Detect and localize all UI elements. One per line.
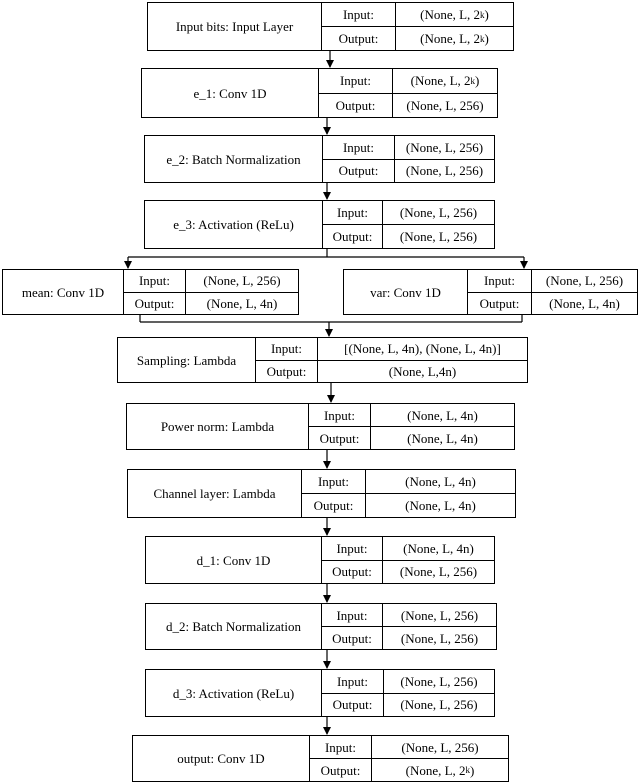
- layer-name: d_2: Batch Normalization: [146, 604, 322, 649]
- layer-name: Sampling: Lambda: [118, 338, 256, 382]
- layer-name: output: Conv 1D: [133, 736, 310, 781]
- input-shape: (None, L, 4n): [371, 404, 514, 427]
- layer-name: d_3: Activation (ReLu): [146, 670, 322, 716]
- layer-input-bits: Input bits: Input Layer Input: (None, L,…: [147, 2, 514, 51]
- input-shape: (None, L, 4n): [383, 537, 494, 561]
- input-label: Input:: [256, 338, 318, 361]
- output-shape: (None, L, 4n): [405, 498, 476, 513]
- layer-mean: mean: Conv 1D Input: (None, L, 256) Outp…: [2, 269, 299, 315]
- layer-d3: d_3: Activation (ReLu) Input: (None, L, …: [145, 669, 495, 717]
- output-shape: (None, L, 256): [400, 630, 479, 646]
- input-shape: (None, L, 4n): [366, 470, 515, 494]
- layer-name: Power norm: Lambda: [127, 404, 309, 449]
- input-label: Input:: [124, 270, 186, 293]
- layer-output: output: Conv 1D Input: (None, L, 256) Ou…: [132, 735, 509, 782]
- output-label: Output:: [323, 159, 395, 182]
- input-label: Input:: [310, 736, 372, 759]
- input-label: Input:: [319, 69, 393, 94]
- input-label: Input:: [323, 136, 395, 160]
- output-label: Output:: [124, 292, 186, 314]
- output-label: Output:: [302, 494, 366, 517]
- input-shape: (None, L, 256): [395, 136, 494, 160]
- input-label: Input:: [322, 537, 383, 561]
- output-label: Output:: [468, 292, 532, 314]
- input-label: Input:: [323, 201, 383, 225]
- layer-e2: e_2: Batch Normalization Input: (None, L…: [144, 135, 495, 183]
- output-shape: (None, L, 4n): [407, 430, 478, 446]
- input-shape: (None, L, 256): [372, 736, 508, 759]
- layer-name: e_2: Batch Normalization: [145, 136, 323, 182]
- output-shape: (None, L, 4n): [549, 295, 620, 311]
- input-label: Input:: [322, 670, 384, 694]
- input-label: Input:: [302, 470, 366, 494]
- output-label: Output:: [323, 225, 383, 248]
- output-shape: (None, L, 256): [406, 97, 484, 113]
- layer-power-norm: Power norm: Lambda Input: (None, L, 4n) …: [126, 403, 515, 450]
- input-shape: [(None, L, 4n), (None, L, 4n)]: [318, 338, 527, 361]
- output-label: Output:: [322, 627, 383, 649]
- layer-name: Channel layer: Lambda: [128, 470, 302, 517]
- layer-e3: e_3: Activation (ReLu) Input: (None, L, …: [144, 200, 495, 249]
- output-shape: (None, L,4n): [388, 363, 457, 379]
- output-label: Output:: [322, 693, 384, 716]
- input-label: Input:: [322, 3, 396, 27]
- output-shape: (None, L, 256): [400, 697, 478, 713]
- output-shape: (None, L, 256): [405, 163, 484, 179]
- output-shape: (None, L, 4n): [206, 295, 278, 311]
- layer-name: Input bits: Input Layer: [148, 3, 322, 50]
- output-label: Output:: [319, 93, 393, 117]
- layer-d1: d_1: Conv 1D Input: (None, L, 4n) Output…: [145, 536, 495, 584]
- input-label: Input:: [468, 270, 532, 293]
- layer-var: var: Conv 1D Input: (None, L, 256) Outpu…: [343, 269, 638, 315]
- layer-channel: Channel layer: Lambda Input: (None, L, 4…: [127, 469, 516, 518]
- layer-name: e_3: Activation (ReLu): [145, 201, 323, 248]
- input-shape: (None, L, 256): [383, 201, 494, 225]
- input-shape: (None, L, 256): [383, 604, 496, 627]
- output-label: Output:: [309, 427, 371, 449]
- input-shape: (None, L, 256): [186, 270, 298, 293]
- output-label: Output:: [310, 759, 372, 781]
- output-label: Output:: [322, 27, 396, 50]
- output-shape: (None, L, 256): [399, 564, 478, 580]
- layer-name: d_1: Conv 1D: [146, 537, 322, 583]
- output-label: Output:: [322, 560, 383, 583]
- input-shape: (None, L, 256): [384, 670, 494, 694]
- input-label: Input:: [322, 604, 383, 627]
- input-label: Input:: [309, 404, 371, 427]
- layer-sampling: Sampling: Lambda Input: [(None, L, 4n), …: [117, 337, 528, 383]
- output-shape: (None, L, 256): [399, 229, 478, 244]
- layer-name: e_1: Conv 1D: [142, 69, 319, 117]
- output-label: Output:: [256, 360, 318, 382]
- layer-d2: d_2: Batch Normalization Input: (None, L…: [145, 603, 497, 650]
- layer-name: var: Conv 1D: [344, 270, 468, 314]
- input-shape: (None, L, 256): [532, 270, 637, 293]
- layer-name: mean: Conv 1D: [3, 270, 124, 314]
